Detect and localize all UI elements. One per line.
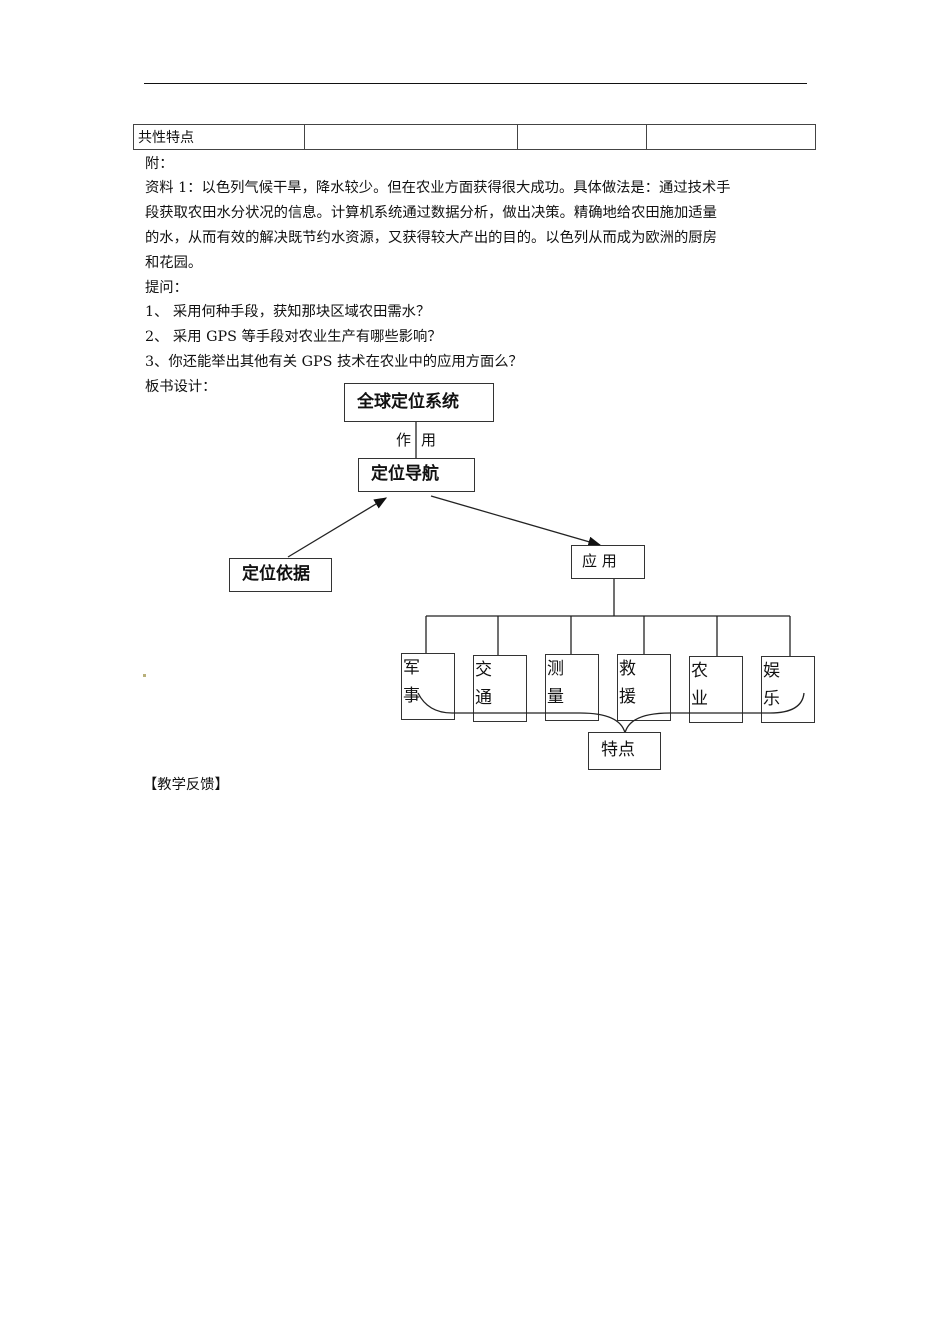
navigation-box: 定位导航 xyxy=(358,458,475,492)
application-item-survey: 测 量 xyxy=(545,654,599,721)
application-item-entertainment: 娱 乐 xyxy=(761,656,815,723)
application-box: 应 用 xyxy=(571,545,645,579)
item-char: 业 xyxy=(691,689,708,709)
teaching-feedback-heading: 【教学反馈】 xyxy=(143,777,229,793)
appendix-heading: 附： xyxy=(145,156,174,172)
root-box-gps: 全球定位系统 xyxy=(344,383,494,422)
item-char: 乐 xyxy=(763,689,780,709)
row-label-cell: 共性特点 xyxy=(133,124,305,150)
item-char: 事 xyxy=(403,686,420,706)
question-item: 2、 采用 GPS 等手段对农业生产有哪些影响？ xyxy=(145,329,442,345)
questions-heading: 提问： xyxy=(145,280,188,296)
question-item: 1、 采用何种手段，获知那块区域农田需水？ xyxy=(145,304,431,320)
connector-label: 用 xyxy=(421,431,437,449)
application-item-agriculture: 农 业 xyxy=(689,656,743,723)
material-line: 和花园。 xyxy=(145,255,203,271)
board-design-heading: 板书设计： xyxy=(145,379,217,395)
comparison-table-row: 共性特点 xyxy=(133,124,816,150)
stray-mark xyxy=(143,674,146,677)
application-item-rescue: 救 援 xyxy=(617,654,671,721)
item-char: 娱 xyxy=(763,661,780,681)
table-cell xyxy=(304,124,518,150)
item-char: 农 xyxy=(691,661,708,681)
item-char: 交 xyxy=(475,660,492,680)
material-line: 段获取农田水分状况的信息。计算机系统通过数据分析，做出决策。精确地给农田施加适量 xyxy=(145,205,717,221)
question-item: 3、你还能举出其他有关 GPS 技术在农业中的应用方面么？ xyxy=(145,354,523,370)
application-item-transport: 交 通 xyxy=(473,655,527,722)
header-rule xyxy=(144,83,807,84)
connector-label: 作 xyxy=(396,431,412,449)
table-cell xyxy=(646,124,816,150)
item-char: 救 xyxy=(619,659,636,679)
item-char: 援 xyxy=(619,687,636,707)
material-line: 的水，从而有效的解决既节约水资源，又获得较大产出的目的。以色列从而成为欧洲的厨房 xyxy=(145,230,717,246)
item-char: 测 xyxy=(547,659,564,679)
item-char: 量 xyxy=(547,687,564,707)
diagram-connectors xyxy=(287,421,791,656)
item-char: 军 xyxy=(403,658,420,678)
material-line: 资料 1：以色列气候干旱，降水较少。但在农业方面获得很大成功。具体做法是：通过技… xyxy=(145,180,731,196)
application-item-military: 军 事 xyxy=(401,653,455,720)
item-char: 通 xyxy=(475,688,492,708)
basis-box: 定位依据 xyxy=(229,558,332,592)
features-brace xyxy=(417,692,805,734)
features-box: 特点 xyxy=(588,732,661,770)
